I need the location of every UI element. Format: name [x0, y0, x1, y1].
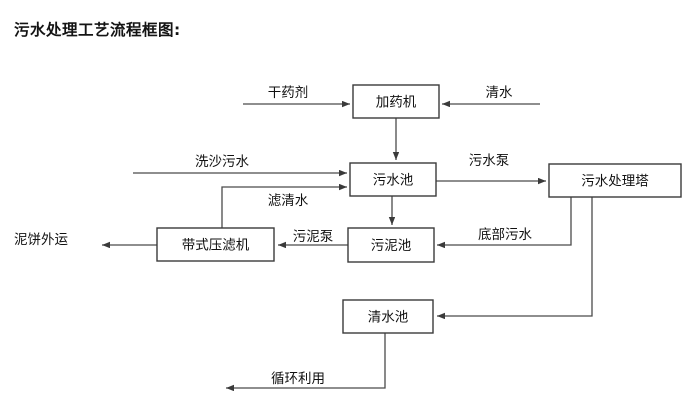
edge-xunhuanliyong	[226, 333, 386, 392]
node-qingshuichi[interactable]: 清水池	[342, 299, 434, 334]
terminal-label-nibingwaiyun: 泥饼外运	[14, 232, 68, 248]
node-label-jiayaoji: 加药机	[376, 95, 417, 111]
node-label-wushuichulita: 污水处理塔	[581, 174, 649, 190]
edge-label-dibuwushui: 底部污水	[478, 227, 532, 243]
edge-label-xishawushui: 洗沙污水	[195, 154, 249, 170]
node-daishiyalvji[interactable]: 带式压滤机	[156, 227, 275, 262]
node-wushuichi[interactable]: 污水池	[349, 162, 437, 197]
node-wushuichulita[interactable]: 污水处理塔	[548, 163, 682, 198]
node-label-daishiyalvji: 带式压滤机	[182, 238, 250, 254]
node-label-qingshuichi: 清水池	[368, 310, 409, 326]
node-label-wushuichi: 污水池	[373, 173, 414, 189]
edge-label-ganyaoji: 干药剂	[268, 85, 309, 101]
edge-lvqingshui	[221, 183, 347, 228]
edge-label-lvqingshui: 滤清水	[268, 193, 309, 209]
edge-label-wunibeng: 污泥泵	[293, 229, 334, 245]
edge-chulita-to-qingshuichi	[437, 197, 593, 320]
node-jiayaoji[interactable]: 加药机	[352, 84, 440, 119]
node-label-wunichi: 污泥池	[371, 238, 412, 254]
page-title: 污水处理工艺流程框图:	[14, 21, 181, 39]
terminal-label-xunhuanliyong: 循环利用	[271, 371, 325, 387]
node-wunichi[interactable]: 污泥池	[347, 227, 435, 263]
edge-dibuwushui	[437, 197, 572, 249]
edge-label-wushuibeng: 污水泵	[469, 153, 510, 169]
edge-label-qingshui: 清水	[486, 85, 514, 101]
